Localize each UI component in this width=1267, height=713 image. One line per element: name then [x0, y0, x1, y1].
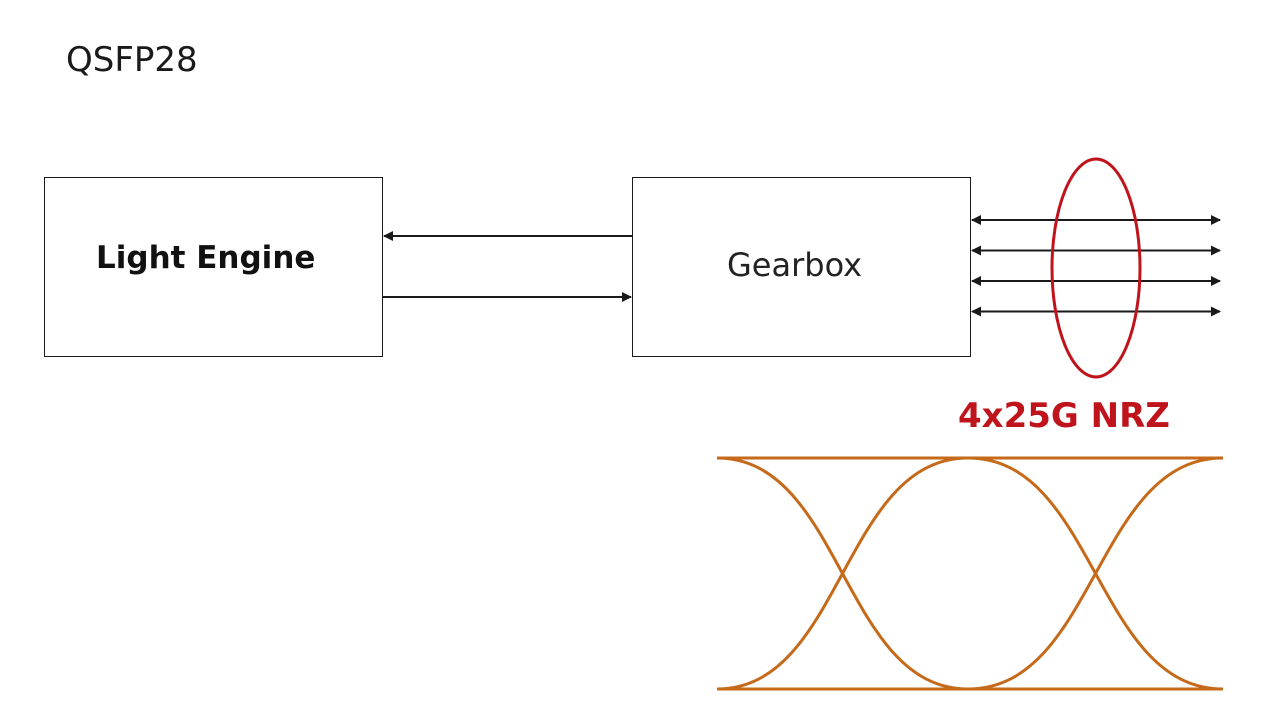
light-engine-label: Light Engine: [96, 240, 316, 276]
light-engine-block: [44, 177, 383, 357]
gearbox-block: [632, 177, 971, 357]
gearbox-label: Gearbox: [727, 246, 863, 284]
diagram-title: QSFP28: [66, 40, 198, 80]
nrz-lane-label: 4x25G NRZ: [958, 396, 1170, 436]
electrical-lanes: [971, 215, 1221, 317]
eye-trace-2: [716, 456, 1224, 691]
eye-trace-1: [716, 456, 1224, 691]
nrz-eye-diagram: [716, 456, 1224, 691]
lanes-highlight-ellipse: [1050, 157, 1142, 379]
